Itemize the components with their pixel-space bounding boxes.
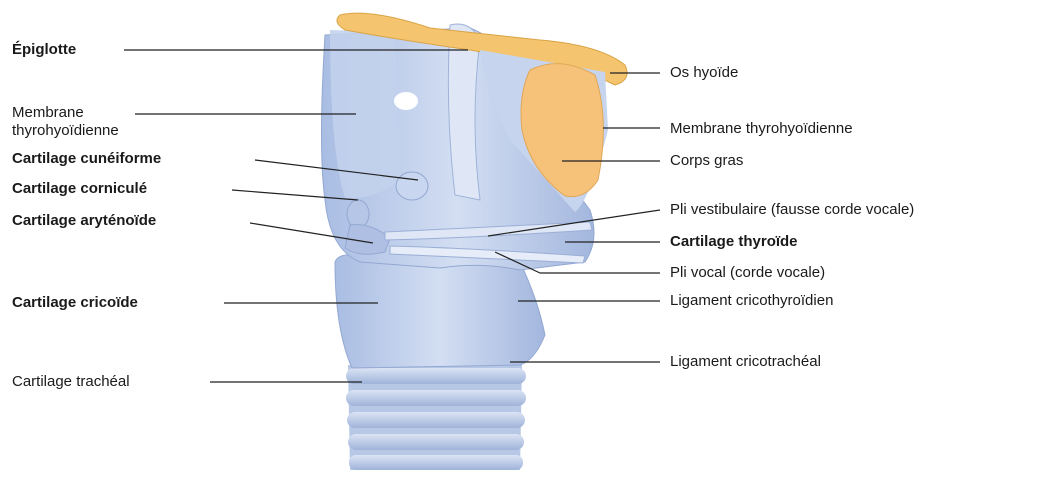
label-pli-vocal: Pli vocal (corde vocale) [670, 264, 825, 281]
leader-line-cornicule [232, 190, 358, 200]
label-os-hyoide: Os hyoïde [670, 64, 738, 81]
label-cuneiforme: Cartilage cunéiforme [12, 150, 161, 167]
label-pli-vestibulaire: Pli vestibulaire (fausse corde vocale) [670, 201, 914, 218]
label-epiglotte: Épiglotte [12, 41, 76, 58]
label-membrane-right: Membrane thyrohyoïdienne [670, 120, 853, 137]
leader-line-arytenoide [250, 223, 373, 243]
leader-line-cuneiforme [255, 160, 418, 180]
label-thyroide: Cartilage thyroïde [670, 233, 798, 250]
leader-line-pli-vestibulaire [488, 210, 660, 236]
label-cricotracheal: Ligament cricotrachéal [670, 353, 821, 370]
label-membrane-left-line1: Membrane [12, 104, 84, 121]
label-tracheal: Cartilage trachéal [12, 373, 130, 390]
label-arytenoide: Cartilage aryténoïde [12, 212, 156, 229]
label-cornicule: Cartilage corniculé [12, 180, 147, 197]
leader-line-pli-vocal-a [495, 252, 540, 273]
label-corps-gras: Corps gras [670, 152, 743, 169]
label-cricoide: Cartilage cricoïde [12, 294, 138, 311]
label-cricothyroidien: Ligament cricothyroïdien [670, 292, 833, 309]
label-membrane-left-line2: thyrohyoïdienne [12, 122, 119, 139]
